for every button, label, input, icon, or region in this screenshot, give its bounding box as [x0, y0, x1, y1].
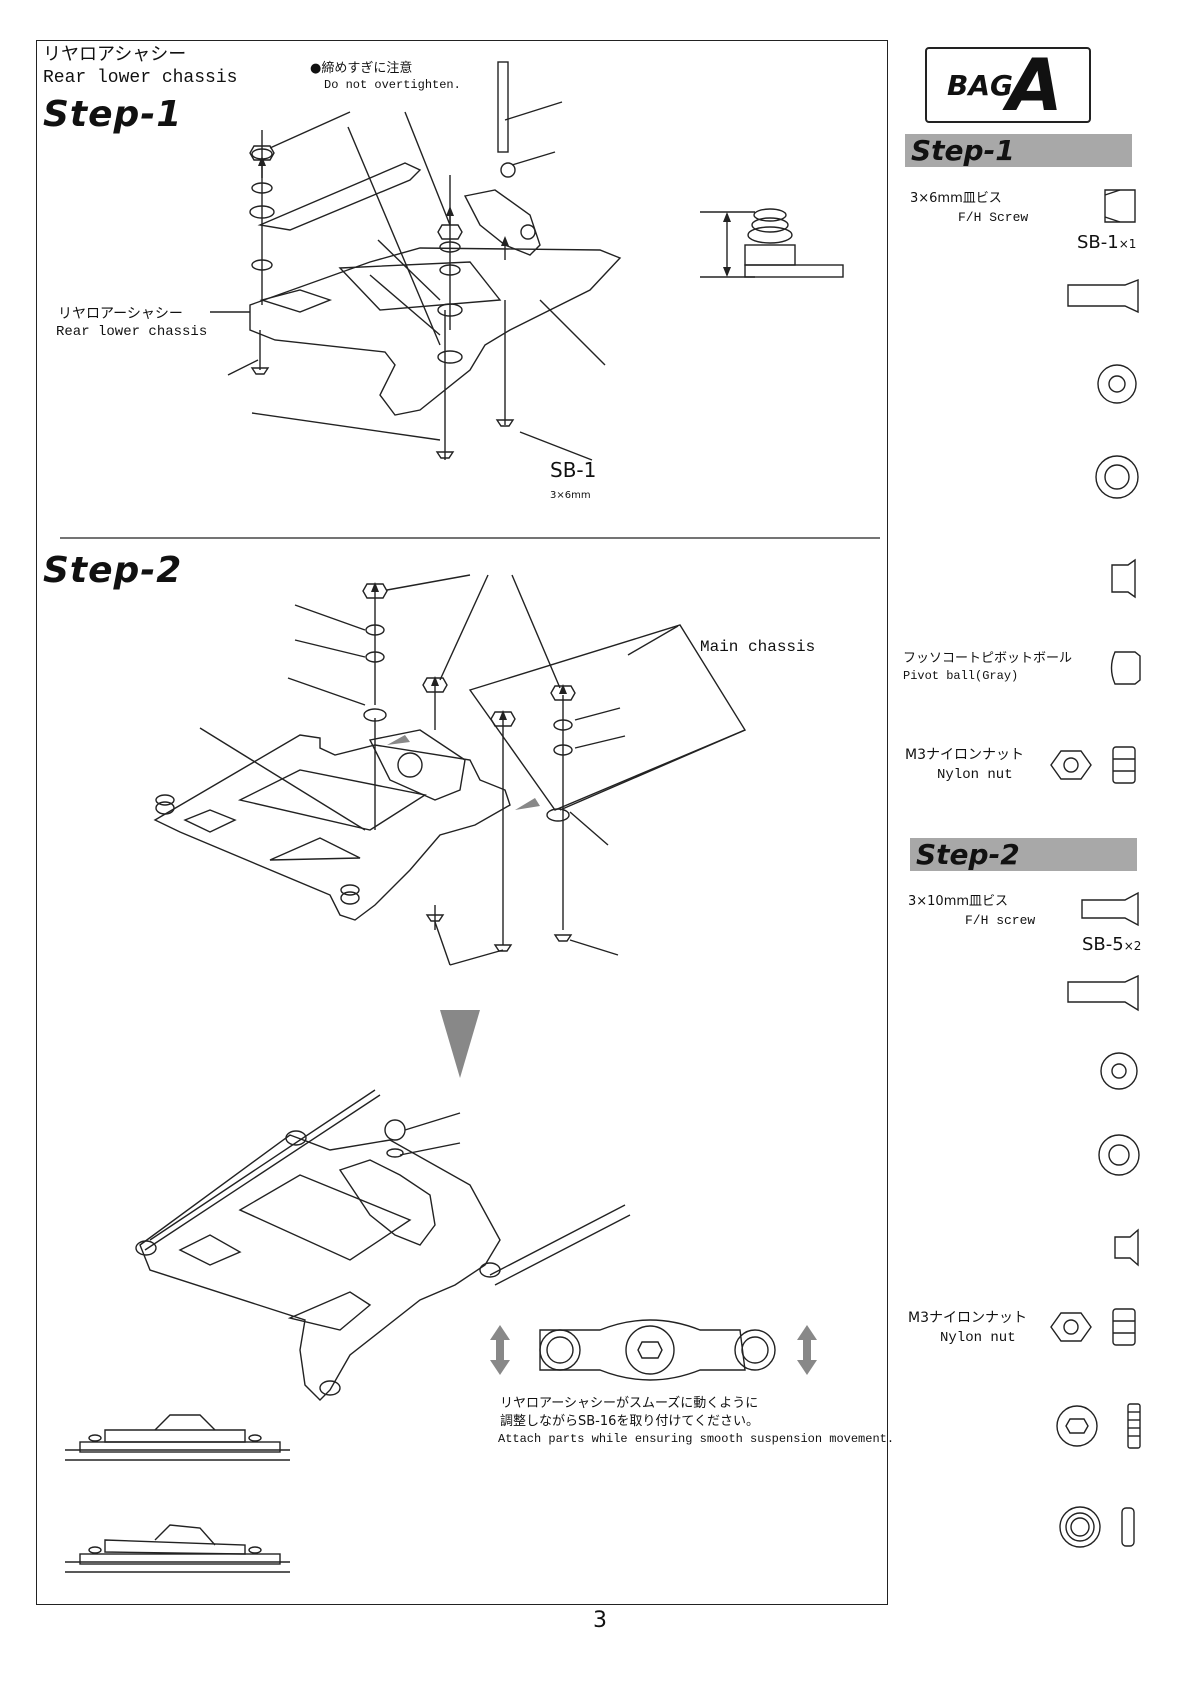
step1-note-en: Do not overtighten. — [324, 78, 461, 92]
fh-screw-3x10-icon — [1081, 891, 1139, 927]
bag-a-badge: BAG A — [925, 43, 1091, 127]
sidebar-step2-title: Step-2 — [910, 838, 1137, 871]
sidebar-step2-nut-en: Nylon nut — [940, 1330, 1016, 1346]
sidebar-step1-nut-en: Nylon nut — [937, 767, 1013, 783]
page-number: 3 — [593, 1608, 607, 1633]
bag-letter: A — [1007, 43, 1063, 127]
step1-header-jp: リヤロアシャシー — [43, 44, 187, 65]
washer-small-icon — [1097, 364, 1137, 404]
step2-note-en: Attach parts while ensuring smooth suspe… — [498, 1432, 895, 1446]
washer-small-icon-2 — [1100, 1052, 1138, 1090]
bushing-icon-2 — [1114, 1228, 1139, 1267]
sidebar-step2-nut-jp: M3ナイロンナット — [908, 1310, 1027, 1326]
fh-screw-3x10-actual-icon — [1067, 974, 1139, 1012]
step1-part-label-jp: リヤロアーシャシー — [58, 306, 183, 322]
washer-large-icon-2 — [1098, 1134, 1140, 1176]
bag-word: BAG — [947, 69, 1013, 102]
sidebar-pivot-en: Pivot ball(Gray) — [903, 669, 1019, 683]
sidebar-step2-screw-code: SB-5×2 — [1082, 934, 1142, 955]
bushing-icon — [1111, 558, 1136, 599]
nylon-nut-icon-2 — [1050, 1312, 1092, 1342]
step2-title: Step-2 — [43, 550, 183, 591]
sidebar-step1-screw-en: F/H Screw — [958, 210, 1029, 225]
sidebar-step2-screw-en: F/H screw — [965, 913, 1036, 928]
height-gauge-detail — [700, 208, 844, 278]
fh-screw-actual-icon — [1067, 278, 1139, 314]
pivot-ball-icon — [1110, 651, 1141, 685]
step2-note-jp-2: 調整しながらSB-16を取り付けてください。 — [500, 1414, 760, 1429]
instruction-frame — [36, 40, 888, 1605]
step1-part-label-en: Rear lower chassis — [56, 324, 208, 340]
step1-screw-code: SB-1 — [550, 458, 597, 482]
step1-screw-size: 3×6mm — [550, 490, 591, 501]
step1-note-jp: ●締めすぎに注意 — [310, 61, 413, 76]
set-screw-icon — [1056, 1405, 1098, 1447]
step1-title: Step-1 — [43, 94, 183, 135]
sidebar-step1-title: Step-1 — [905, 134, 1132, 167]
sidebar-pivot-jp: フッソコートピボットボール — [903, 651, 1073, 666]
step2-note-jp-1: リヤロアーシャシーがスムーズに動くように — [500, 1396, 759, 1411]
step2-main-chassis-label: Main chassis — [700, 638, 816, 656]
sidebar-step1-screw-code: SB-1×1 — [1077, 232, 1137, 253]
sidebar-step1-nut-jp: M3ナイロンナット — [905, 747, 1024, 763]
pivot-closeup-detail — [539, 1319, 776, 1381]
side-view-diagrams — [65, 1414, 290, 1573]
ring-icon — [1059, 1506, 1101, 1548]
nylon-nut-icon — [1050, 750, 1092, 780]
sidebar-step2-screw-jp: 3×10mm皿ビス — [908, 894, 1009, 909]
washer-large-icon — [1095, 455, 1139, 499]
fh-screw-3x6-icon — [1104, 189, 1136, 223]
sidebar-step1-screw-jp: 3×6mm皿ビス — [910, 191, 1002, 206]
step1-header-en: Rear lower chassis — [43, 68, 238, 88]
